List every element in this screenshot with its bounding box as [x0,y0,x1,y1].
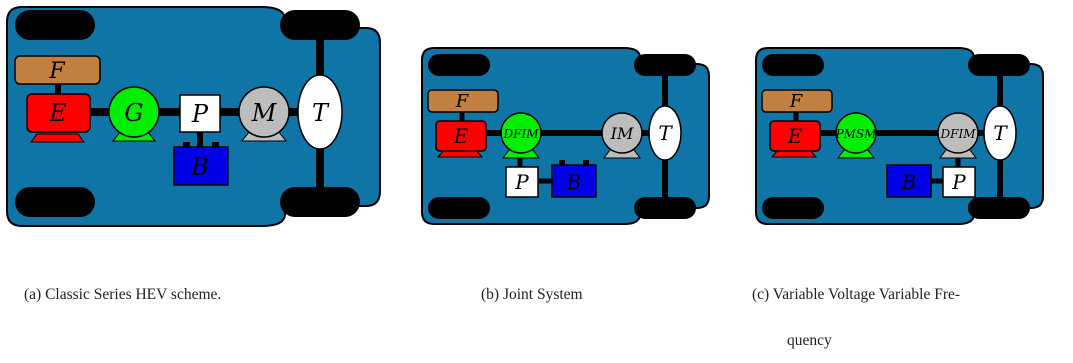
battery [551,164,597,198]
engine-label: E [48,99,67,127]
generator [108,86,160,138]
caption-b: (b) Joint System [481,286,583,303]
fuel-tank [427,89,499,113]
wheel-front-left [428,54,490,76]
transmission-label: T [658,121,673,145]
dfim [500,112,542,154]
generator-label: G [124,99,143,127]
transmission [648,105,682,161]
battery-label: B [190,153,209,181]
pmsm [835,112,877,154]
engine [26,93,91,133]
motor-label: M [251,99,278,127]
im-mount [603,149,641,159]
caption-c-line2: quency [787,332,832,349]
wheel-rear-left [15,187,95,217]
dfim-mount [502,149,540,159]
battery [886,164,932,198]
engine-label: E [453,124,469,148]
fuel-tank-label: F [455,91,470,112]
engine [769,120,821,152]
engine-mount [30,133,85,143]
caption-a: (a) Classic Series HEV scheme. [24,286,222,303]
battery-terminal-right [212,142,219,148]
engine-label: E [787,124,803,148]
wheel-rear-left [762,197,824,219]
engine [435,120,487,152]
induction-motor [601,112,643,154]
wheel-front-left [15,10,95,40]
dfim [937,112,979,154]
pmsm-mount [837,149,875,159]
wheel-rear-left [428,197,490,219]
pmsm-label: PMSM [835,127,878,141]
power-converter [942,166,976,198]
transmission [297,74,343,150]
wheel-front-left [762,54,824,76]
battery-terminal-left [183,142,190,148]
diagram-a: F E G P B M T [6,6,381,227]
caption-c-line1: (c) Variable Voltage Variable Fre- [752,286,961,303]
fuel-tank-label: F [789,91,804,112]
power-converter-label: P [951,170,966,194]
power-converter-label: P [191,100,209,128]
battery-label: B [566,170,582,194]
dfim-label: DFIM [940,127,977,141]
fuel-tank [14,55,101,85]
transmission-label: T [312,99,330,127]
power-converter-label: P [514,170,529,194]
transmission-label: T [993,121,1008,145]
induction-motor-label: IM [610,124,634,143]
fuel-tank [761,89,833,113]
battery-label: B [901,170,917,194]
battery [173,146,229,186]
transmission [983,105,1017,161]
dfim-mount [939,149,977,159]
diagram-c: F E PMSM DFIM T B P [755,47,1044,225]
fuel-tank-label: F [48,59,65,84]
diagram-b: F E DFIM IM T P B [421,47,710,225]
motor [238,86,290,138]
power-converter [179,94,221,133]
battery-terminal-right [583,160,589,166]
dfim-label: DFIM [503,127,540,141]
power-converter [505,166,539,198]
battery-terminal-left [559,160,565,166]
